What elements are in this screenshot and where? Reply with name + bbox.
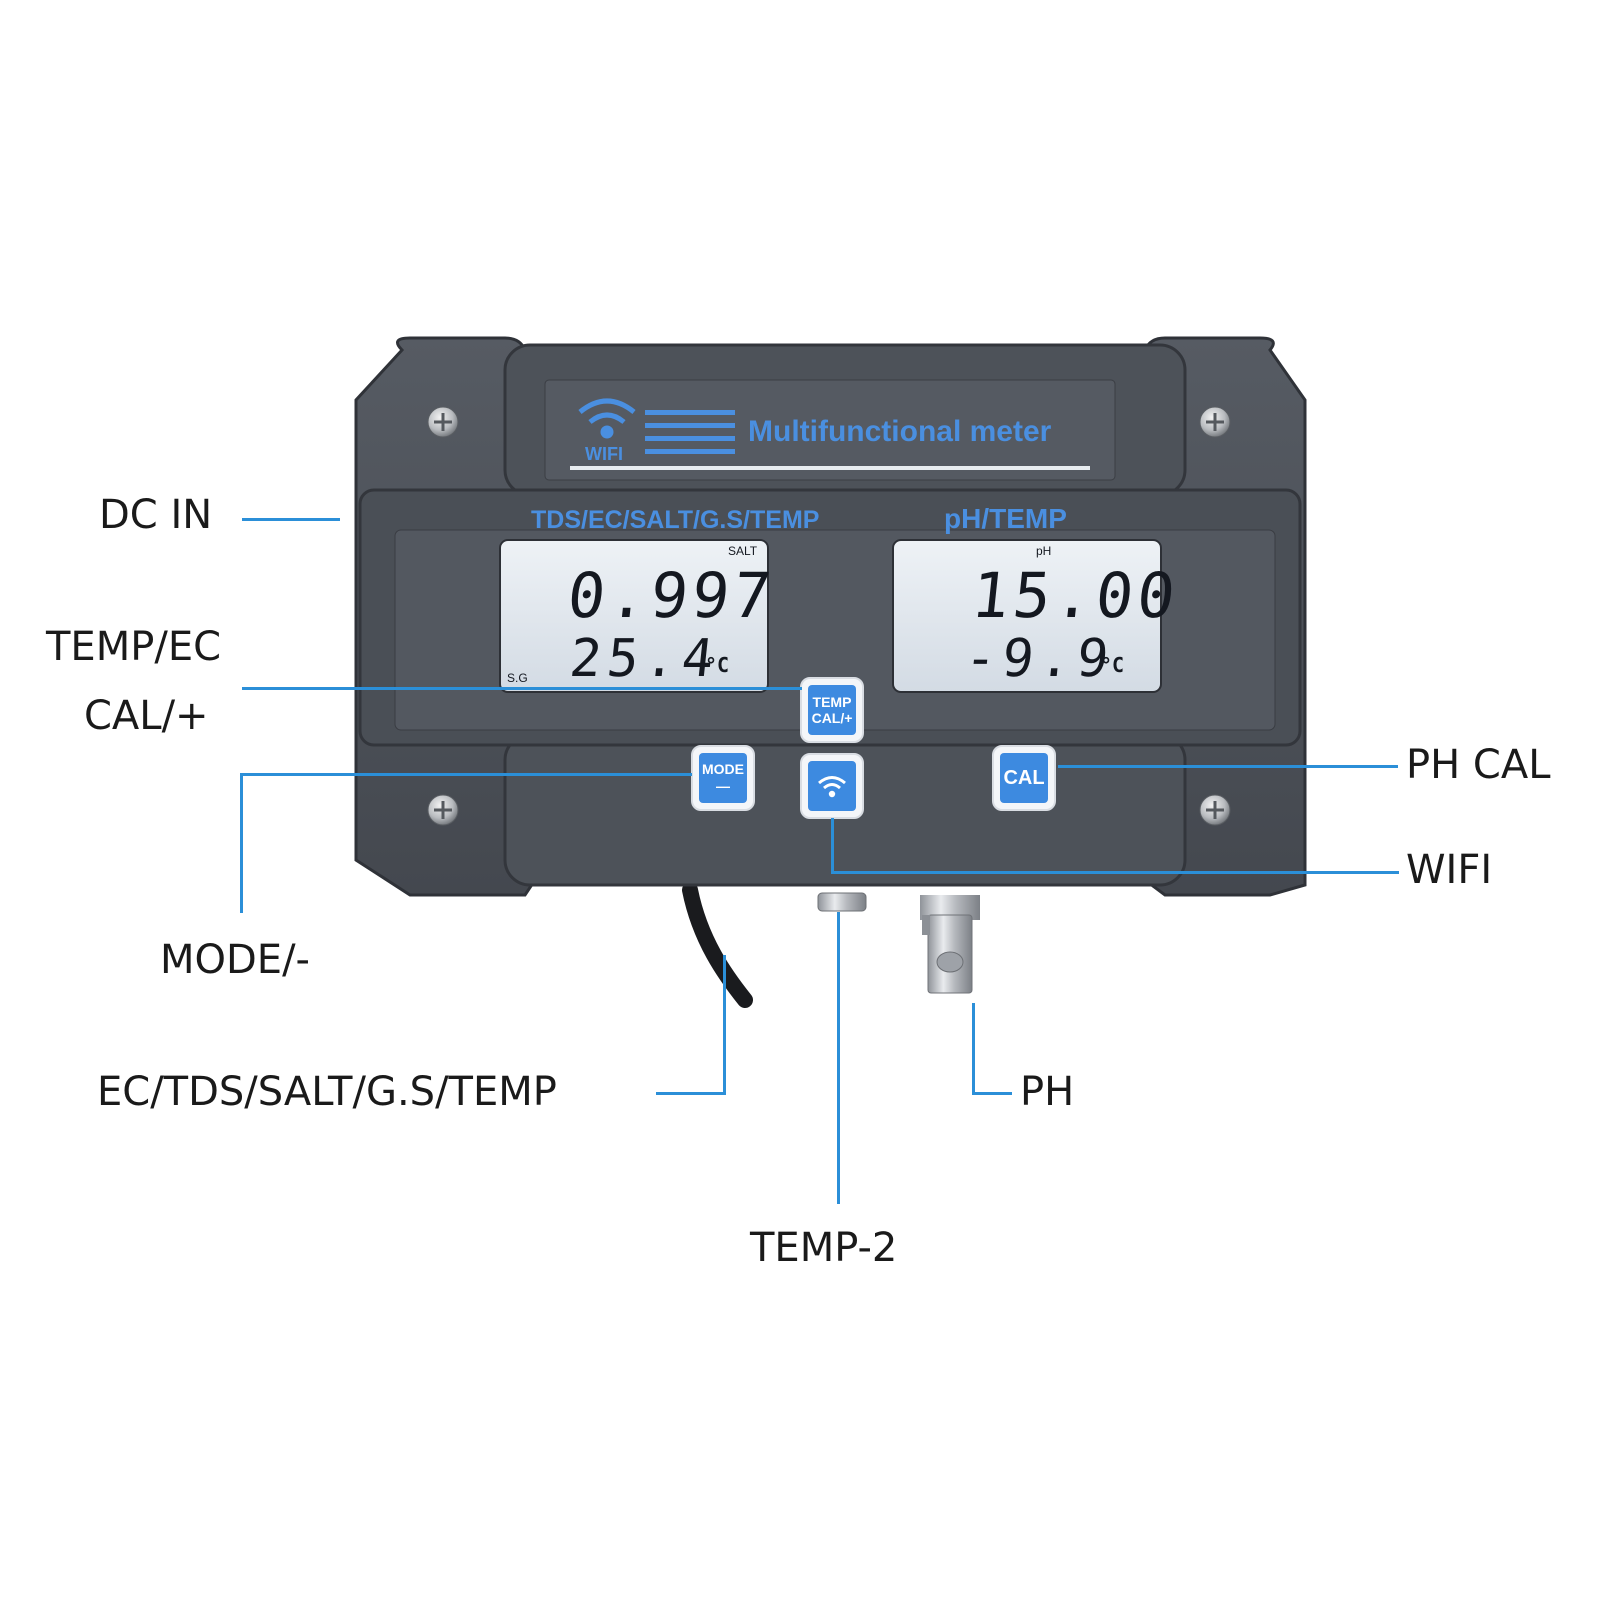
brand-stripes: [645, 410, 735, 454]
wifi-badge-text: WIFI: [585, 444, 623, 464]
mode-top-label: MODE: [702, 761, 744, 778]
left-lcd-sub-tag: S.G: [507, 671, 528, 685]
leader-wifi-h: [831, 871, 1399, 874]
leader-ec-probe-v: [723, 955, 726, 1095]
temp-cal-bottom-label: CAL/+: [811, 710, 853, 726]
mode-minus-button[interactable]: MODE —: [691, 745, 755, 811]
callout-ph: PH: [1020, 1069, 1075, 1115]
leader-mode-h: [240, 773, 692, 776]
label-panel: [544, 379, 1116, 481]
right-lcd-main-value: 15.00: [968, 559, 1183, 632]
leader-ph-h: [972, 1092, 1012, 1095]
temp2-port: [817, 892, 867, 912]
callout-temp2: TEMP-2: [750, 1225, 898, 1271]
left-lcd-mode-tag: SALT: [728, 544, 758, 558]
temp-cal-plus-button[interactable]: TEMP CAL/+: [800, 677, 864, 743]
left-lcd-temp-unit: °C: [705, 653, 730, 677]
bnc-connector: [920, 895, 980, 994]
callout-ec-probe: EC/TDS/SALT/G.S/TEMP: [97, 1069, 557, 1115]
left-lcd-main-value: 0.997: [564, 559, 779, 632]
leader-dc-in: [242, 518, 340, 521]
screw-bottom-right: [1199, 794, 1231, 826]
screw-top-left: [427, 406, 459, 438]
callout-mode-minus: MODE/-: [160, 937, 310, 983]
callout-dc-in: DC IN: [99, 492, 213, 538]
right-lcd-mode-tag: pH: [1036, 544, 1052, 558]
temp-cal-top-label: TEMP: [812, 693, 852, 710]
screw-top-right: [1199, 406, 1231, 438]
wifi-icon: [818, 776, 846, 798]
right-lcd-temp-value: -9.9: [961, 629, 1118, 689]
brand-title: Multifunctional meter: [748, 415, 1052, 448]
callout-ph-cal: PH CAL: [1406, 742, 1551, 788]
left-lcd-temp-value: 25.4: [566, 629, 723, 689]
mode-bottom-label: —: [716, 778, 730, 794]
cal-label: CAL: [1000, 753, 1048, 803]
leader-ph-v: [972, 1003, 975, 1095]
right-lcd-temp-unit: °C: [1100, 653, 1125, 677]
leader-temp2: [837, 912, 840, 1204]
leader-ph-cal: [1058, 765, 1398, 768]
left-panel-title: TDS/EC/SALT/G.S/TEMP: [531, 506, 820, 534]
screw-bottom-left: [427, 794, 459, 826]
callout-wifi: WIFI: [1406, 847, 1493, 893]
right-lcd-screen: [892, 539, 1162, 693]
callout-temp-ec-line2: CAL/+: [84, 693, 209, 739]
leader-temp-ec: [242, 687, 802, 690]
leader-wifi-v: [831, 818, 834, 874]
leader-mode-v: [240, 773, 243, 913]
cal-button[interactable]: CAL: [992, 745, 1056, 811]
left-lcd-screen: [499, 539, 769, 693]
callout-temp-ec-line1: TEMP/EC: [46, 624, 222, 670]
leader-ec-probe-h: [656, 1092, 726, 1095]
wifi-button[interactable]: [800, 753, 864, 819]
probe-cable: [682, 882, 753, 1008]
wifi-logo-icon: [578, 398, 636, 439]
right-panel-title: pH/TEMP: [944, 503, 1067, 534]
